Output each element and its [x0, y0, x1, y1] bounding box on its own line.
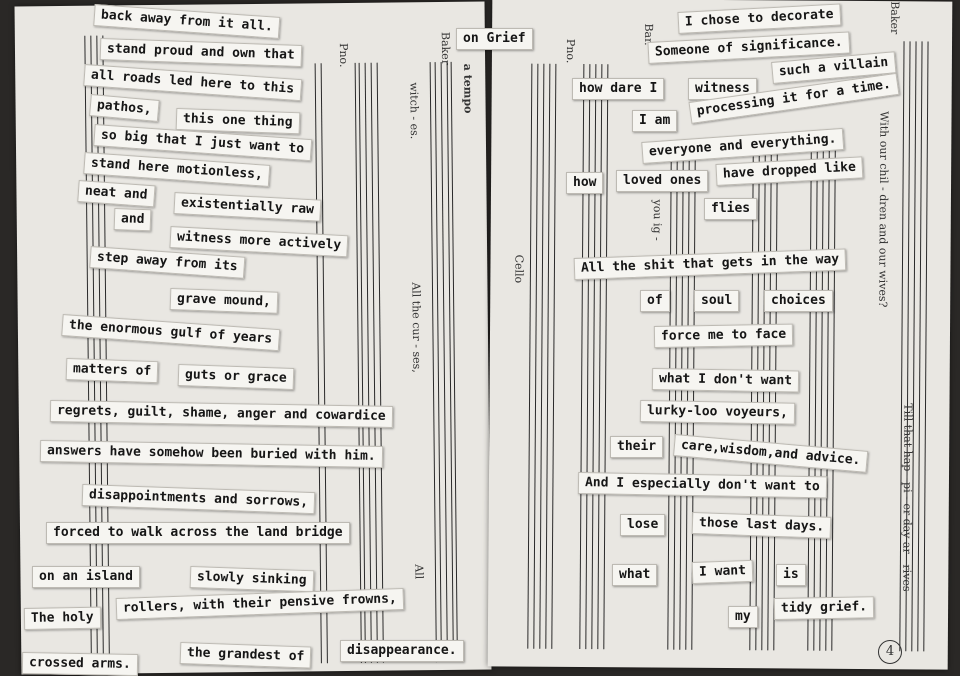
poem-clipping: tidy grief. [773, 596, 875, 620]
page-number: 4 [878, 640, 902, 664]
poem-clipping: guts or grace [177, 364, 295, 391]
instrument-label: Baker [888, 1, 902, 35]
poem-clipping: matters of [65, 358, 159, 384]
poem-clipping: grave mound, [169, 288, 279, 314]
tempo-marking: a tempo [461, 63, 475, 114]
poem-clipping: their [610, 436, 664, 458]
instrument-label: Pno. [563, 38, 578, 64]
lyric-line: Till that hap - pi - er day ar - rives [900, 403, 915, 592]
poem-clipping: what [612, 564, 658, 586]
poem-clipping: how [566, 172, 604, 194]
poem-clipping: And I especially don't want to [577, 472, 827, 499]
poem-clipping: soul [694, 290, 740, 312]
poem-clipping: The holy [23, 606, 101, 630]
poem-clipping: lurky-loo voyeurs, [639, 400, 796, 425]
poem-clipping: loved ones [616, 170, 709, 192]
poem-clipping: force me to face [653, 323, 794, 348]
instrument-label: Baker [438, 31, 453, 66]
poem-clipping: forced to walk across the land bridge [46, 522, 350, 544]
poem-clipping: is [776, 564, 806, 586]
instrument-label: Pno. [336, 42, 351, 68]
instrument-label: Cello [512, 254, 526, 284]
poem-clipping: lose [620, 514, 666, 536]
poem-clipping: on an island [32, 566, 140, 588]
staff-lines-left [84, 35, 458, 666]
poem-clipping: disappearance. [340, 640, 464, 662]
poem-clipping: flies [704, 198, 758, 220]
poem-clipping: my [728, 606, 758, 628]
poem-clipping: I am [632, 110, 678, 132]
lyric-line: witch - es. [407, 82, 421, 140]
poem-clipping: what I don't want [651, 368, 800, 393]
lyric-line: With our chil - dren and our wives? [876, 111, 891, 308]
lyric-line: All [412, 564, 426, 580]
poem-clipping: I want [691, 559, 754, 584]
poem-clipping: of [640, 290, 670, 312]
sheet-music-page-left: a tempo Pno. Baker witch - es. All the c… [14, 1, 492, 675]
poem-title: on Grief [456, 28, 533, 50]
poem-clipping: and [113, 208, 152, 232]
poem-clipping: choices [764, 290, 833, 312]
poem-clipping: how dare I [572, 78, 665, 100]
poem-clipping: slowly sinking [189, 566, 314, 593]
poem-clipping: the grandest of [179, 642, 312, 669]
poem-clipping: crossed arms. [21, 652, 138, 676]
lyric-line: All the cur - ses, [409, 282, 424, 373]
sheet-music-page-right: Pno. Cello Bar. Baker you ig - With our … [487, 0, 953, 670]
lyric-line: you ig - [650, 199, 664, 241]
staff-lines-right [527, 41, 929, 652]
